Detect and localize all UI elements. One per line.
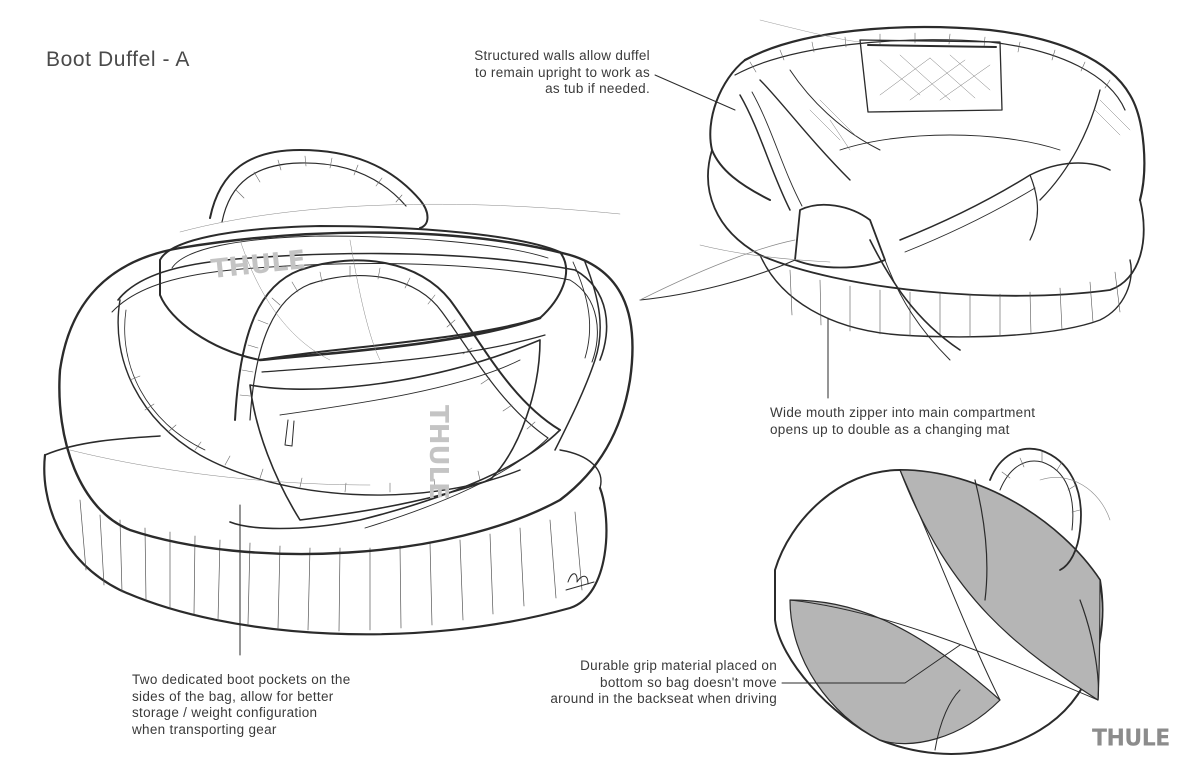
annotation-line: around in the backseat when driving bbox=[550, 691, 777, 706]
annotation-line: Two dedicated boot pockets on the bbox=[132, 672, 351, 687]
duffel-open-tub-sketch bbox=[639, 19, 1146, 361]
annotation-wide-mouth-zipper: Wide mouth zipper into main compartment … bbox=[770, 405, 1100, 438]
bag-thule-logo-top: THULE bbox=[210, 245, 308, 285]
page-title: Boot Duffel - A bbox=[46, 48, 191, 71]
annotation-boot-pockets: Two dedicated boot pockets on the sides … bbox=[132, 672, 402, 738]
annotation-line: Wide mouth zipper into main compartment bbox=[770, 405, 1036, 420]
annotation-line: as tub if needed. bbox=[545, 81, 650, 96]
duffel-main-sketch bbox=[43, 149, 634, 636]
annotation-line: bottom so bag doesn't move bbox=[600, 674, 777, 690]
annotation-line: opens up to double as a changing mat bbox=[770, 421, 1010, 437]
thule-brand-logo: THULE bbox=[1092, 725, 1184, 760]
annotation-line: sides of the bag, allow for better bbox=[132, 688, 334, 704]
callout-leader-lines bbox=[239, 74, 961, 684]
annotation-grip-material: Durable grip material placed on bottom s… bbox=[515, 658, 777, 708]
annotation-structured-walls: Structured walls allow duffel to remain … bbox=[414, 48, 650, 98]
svg-text:THULE: THULE bbox=[210, 245, 308, 285]
brand-logo-text: THULE bbox=[1092, 725, 1170, 752]
annotation-line: Durable grip material placed on bbox=[580, 658, 777, 673]
bag-thule-logo-front: THULE bbox=[423, 405, 453, 500]
duffel-bottom-view-sketch bbox=[774, 447, 1111, 755]
annotation-line: to remain upright to work as bbox=[475, 64, 650, 80]
annotation-line: Structured walls allow duffel bbox=[474, 48, 650, 63]
annotation-line: when transporting gear bbox=[132, 721, 277, 737]
annotation-line: storage / weight configuration bbox=[132, 705, 318, 720]
svg-text:THULE: THULE bbox=[423, 405, 453, 500]
